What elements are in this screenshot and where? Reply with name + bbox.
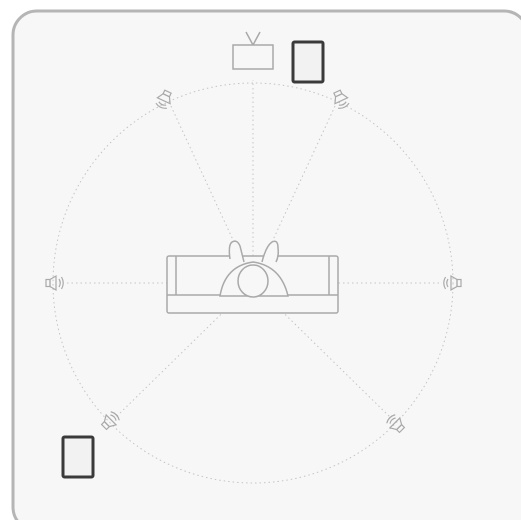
remote-device-icon[interactable]	[63, 437, 93, 478]
hub-device-icon[interactable]	[293, 42, 323, 83]
